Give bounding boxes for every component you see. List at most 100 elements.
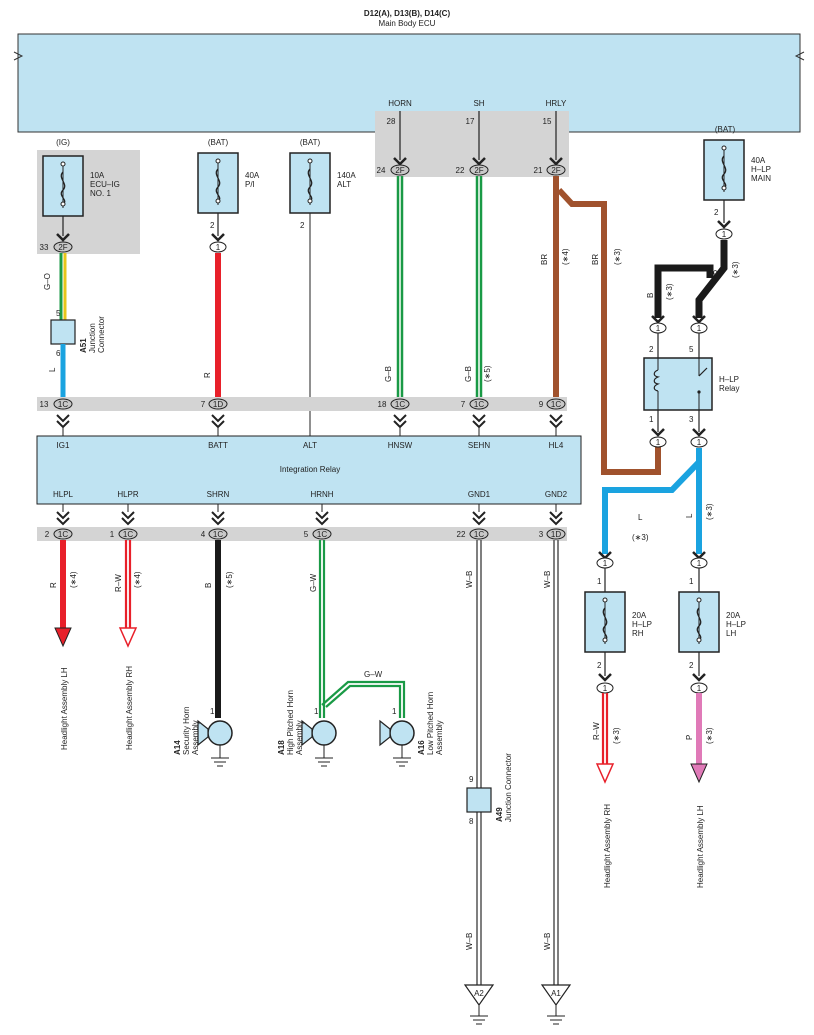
fuse-rh-name: H–LP	[632, 620, 652, 629]
wire-wb-label-2: W–B	[465, 933, 474, 950]
note-n3-4: (∗3)	[632, 533, 649, 542]
junction-a49	[466, 787, 492, 813]
relay-connector-tr: 1	[690, 315, 708, 334]
low-horn-name2: Assembly	[435, 720, 444, 755]
fuse-alt-name: ALT	[337, 180, 351, 189]
ecu-title: D12(A), D13(B), D14(C)	[364, 9, 451, 18]
fuse-hlpmain-pin: 2	[714, 208, 719, 217]
ir-term-gnd2: GND2	[545, 490, 568, 499]
svg-text:1: 1	[697, 438, 702, 447]
wire-gw-horn-label: G–W	[364, 670, 383, 679]
wire-b-branch	[654, 264, 714, 318]
fuse-pi-rating: 40A	[245, 171, 260, 180]
svg-text:5: 5	[304, 530, 309, 539]
svg-text:9: 9	[539, 400, 544, 409]
pi-connector: 1	[209, 233, 227, 253]
fuse-rh-side: RH	[632, 629, 644, 638]
arrow-hlpr	[118, 627, 138, 648]
svg-text:1C: 1C	[395, 400, 405, 409]
ecu-term-horn: HORN	[388, 99, 412, 108]
security-horn-name2: Assembly	[191, 720, 200, 755]
high-horn-id: A18	[277, 740, 286, 755]
wire-b-out-label: B	[204, 583, 213, 588]
note-n5-2: (∗5)	[225, 571, 234, 588]
ir-term-hlpl: HLPL	[53, 490, 74, 499]
security-horn-pin: 1	[210, 707, 215, 716]
wire-wb-label-4: W–B	[543, 933, 552, 950]
ir-connector-sehn: 1C 7	[461, 398, 489, 429]
arrow-hlp-rh	[595, 763, 615, 784]
fuse-ecuig-rating: 10A	[90, 171, 105, 180]
relay-pin-2: 2	[649, 345, 654, 354]
a51-pin-out: 6	[56, 349, 61, 358]
load-headlight-lh-1: Headlight Assembly LH	[60, 667, 69, 750]
fuse-alt-rating: 140A	[337, 171, 356, 180]
wire-l-relay-label-1: L	[638, 513, 643, 522]
load-headlight-rh-2: Headlight Assembly RH	[603, 804, 612, 888]
ir-bottom-connectors: 1C 2 1C 1 1C 4 1C 5 1C 22 1D 3	[45, 504, 566, 540]
svg-text:1C: 1C	[474, 400, 484, 409]
fuse-pi	[197, 152, 239, 214]
high-horn-name2: Assembly	[295, 720, 304, 755]
fuse-hlp-main	[703, 139, 745, 201]
note-n4-1: (∗4)	[561, 248, 570, 265]
low-horn-name1: Low Pitched Horn	[426, 692, 435, 755]
svg-text:3: 3	[539, 530, 544, 539]
a49-pin-out: 8	[469, 817, 474, 826]
ecu-term-sh: SH	[473, 99, 484, 108]
relay-pin-3: 3	[689, 415, 694, 424]
ecu-connector-horn: 2F 24	[377, 157, 410, 176]
fuse-rh-rating: 20A	[632, 611, 647, 620]
fuse-hlpmain-rating: 40A	[751, 156, 766, 165]
fuse-alt	[289, 152, 331, 214]
relay-connector-br: 1	[690, 428, 708, 448]
integration-relay-title: Integration Relay	[280, 465, 340, 474]
wire-p-lh-label: P	[685, 735, 694, 740]
fuse-lh-pin-in: 1	[689, 577, 694, 586]
svg-text:1: 1	[697, 559, 702, 568]
a49-pin-in: 9	[469, 775, 474, 784]
ir-term-hlpr: HLPR	[117, 490, 139, 499]
fuse-ecuig-name: ECU–IG	[90, 180, 120, 189]
wire-l-relay-label-2: L	[685, 513, 694, 518]
svg-text:33: 33	[40, 243, 49, 252]
svg-text:4: 4	[201, 530, 206, 539]
lh-connector-out: 1	[690, 673, 708, 694]
svg-text:2: 2	[45, 530, 50, 539]
svg-text:1: 1	[697, 684, 702, 693]
ir-term-hl4: HL4	[549, 441, 564, 450]
wire-wb-label-1: W–B	[465, 571, 474, 588]
svg-text:1: 1	[110, 530, 115, 539]
wire-b-label-2: B	[646, 293, 655, 298]
svg-text:1: 1	[722, 230, 727, 239]
note-n3-5: (∗3)	[705, 503, 714, 520]
svg-text:1C: 1C	[474, 530, 484, 539]
note-n4-3: (∗4)	[133, 571, 142, 588]
svg-text:7: 7	[201, 400, 206, 409]
fuse-ecuig	[42, 155, 84, 217]
wire-b-main	[695, 240, 728, 318]
ir-bottom-strip	[37, 527, 567, 541]
ir-term-sehn: SEHN	[468, 441, 490, 450]
ecu-connector-sh: 2F 22	[456, 157, 489, 176]
note-n3-7: (∗3)	[705, 727, 714, 744]
ir-term-batt: BATT	[208, 441, 228, 450]
wire-gb-label-1: G–B	[384, 366, 393, 382]
ecu-subtitle: Main Body ECU	[379, 19, 436, 28]
fuse-lh-name: H–LP	[726, 620, 746, 629]
fuse-hlp-lh	[678, 591, 720, 653]
svg-text:1C: 1C	[58, 530, 68, 539]
relay-name2: Relay	[719, 384, 739, 393]
note-n4-2: (∗4)	[69, 571, 78, 588]
fuse-rh-pin-out: 2	[597, 661, 602, 670]
ground-a1-label: A1	[551, 989, 561, 998]
relay-name1: H–LP	[719, 375, 739, 384]
ir-connector-ig1: 1C 13	[40, 398, 73, 429]
high-horn-pin: 1	[314, 707, 319, 716]
junction-a51	[50, 319, 76, 345]
fuse-ecuig-no: NO. 1	[90, 189, 111, 198]
ir-term-gnd1: GND1	[468, 490, 491, 499]
note-n3-2: (∗3)	[731, 261, 740, 278]
svg-text:1: 1	[216, 243, 221, 252]
fuse-hlpmain-source: (BAT)	[715, 125, 736, 134]
